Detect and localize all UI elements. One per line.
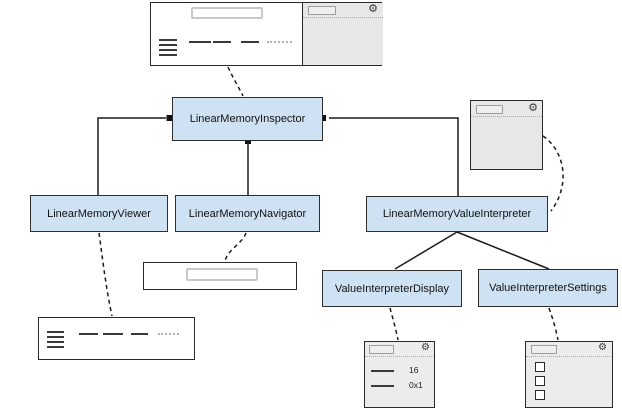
node-label: LinearMemoryNavigator [188,207,307,220]
memory-bytes-line [79,333,98,335]
memory-ascii-dots [267,41,292,43]
memory-bytes-line [241,41,259,43]
panel-separator [526,356,612,357]
panel-separator [365,356,434,357]
type-checkbox [535,390,545,400]
type-checkbox [535,362,545,372]
connector-valueinterpreter-display [394,231,458,270]
panel-input [369,345,394,354]
address-input [186,268,258,281]
memory-bytes-line [189,41,211,43]
node-linear-memory-viewer: LinearMemoryViewer [30,195,168,232]
node-label: LinearMemoryValueInterpreter [382,208,532,220]
interpreter-side-panel: ⚙ [302,3,383,65]
memory-bytes-line [213,41,231,43]
value-type-line [371,385,394,387]
menu-lines-icon [47,341,64,343]
node-value-interpreter-display: ValueInterpreterDisplay [322,270,462,307]
panel-input [476,105,503,114]
connector-viewer-inspector [97,117,166,195]
mockup-memory-inspector-window: ⚙ [150,2,383,66]
menu-lines-icon [47,346,64,348]
gear-icon: ⚙ [528,102,538,114]
mockup-display-window: ⚙ 16 0x1 [364,341,435,408]
node-value-interpreter-settings: ValueInterpreterSettings [478,269,618,307]
node-label: LinearMemoryViewer [47,207,151,220]
connector-valueinterpreter-settings [456,231,550,270]
node-linear-memory-navigator: LinearMemoryNavigator [175,195,320,232]
mockup-viewer-window [38,317,195,360]
node-label: LinearMemoryInspector [189,113,306,125]
connector-navigator-mockup [224,232,247,262]
panel-input [531,345,557,354]
gear-icon: ⚙ [421,342,430,353]
connector-viewer-mockup [98,232,113,317]
mockup-settings-window: ⚙ [525,341,613,408]
connector-topwindow-inspector [227,66,244,97]
memory-bytes-line [131,333,148,335]
panel-input [308,6,336,15]
menu-lines-icon [47,336,64,338]
node-label: ValueInterpreterDisplay [334,282,450,295]
mockup-interpreter-window: ⚙ [470,100,543,170]
node-linear-memory-inspector: LinearMemoryInspector [172,97,323,141]
menu-lines-icon [159,39,177,41]
panel-separator [303,17,383,18]
menu-lines-icon [159,49,177,51]
interpreted-value: 0x1 [409,380,423,390]
gear-icon: ⚙ [598,342,607,353]
type-checkbox [535,376,545,386]
node-linear-memory-value-interpreter: LinearMemoryValueInterpreter [366,196,548,232]
memory-ascii-dots [158,333,179,335]
menu-lines-icon [159,54,177,56]
connector-display-mockup [389,307,399,341]
address-input [191,7,263,19]
node-label: ValueInterpreterSettings [489,282,607,294]
value-type-line [371,370,394,372]
gear-icon: ⚙ [368,3,378,15]
panel-separator [471,116,542,117]
interpreted-value: 16 [409,365,419,375]
mockup-navigator-window [143,262,297,290]
menu-lines-icon [159,44,177,46]
menu-lines-icon [47,331,64,333]
memory-bytes-line [103,333,123,335]
connector-settings-mockup [548,307,559,341]
connector-valueinterpreter-inspector [329,117,459,196]
